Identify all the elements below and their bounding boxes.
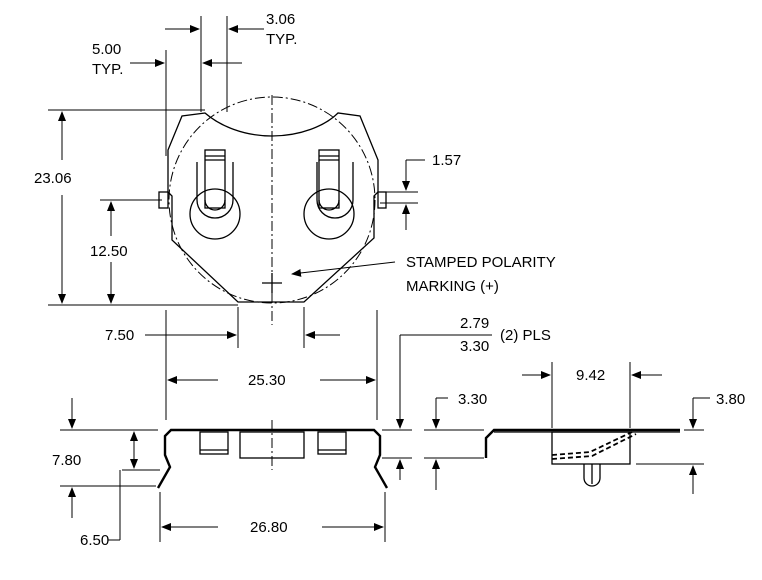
holder-outline bbox=[167, 112, 379, 303]
dim-thickness-note: (2) PLS bbox=[500, 327, 551, 344]
dim-overall-height: 3.80 bbox=[716, 391, 745, 408]
polarity-label-line1: STAMPED POLARITY bbox=[406, 254, 556, 271]
right-contact bbox=[303, 149, 355, 240]
top-view: 3.06 TYP. 5.00 TYP. 23.06 12.50 1.57 STA… bbox=[34, 11, 556, 420]
dim-tab-length: 9.42 bbox=[576, 367, 605, 384]
front-view: 7.80 6.50 26.80 2.79 3.30 (2) PLS bbox=[52, 315, 551, 549]
right-side-tab bbox=[377, 191, 387, 209]
dim-thickness-min: 2.79 bbox=[460, 315, 489, 332]
dim-height: 23.06 bbox=[34, 170, 72, 187]
dim-tab-thickness: 1.57 bbox=[432, 152, 461, 169]
polarity-plus-mark bbox=[262, 273, 282, 293]
dim-lead-span: 26.80 bbox=[250, 519, 288, 536]
left-contact bbox=[189, 149, 241, 240]
dim-tab-width-note: TYP. bbox=[266, 31, 297, 48]
dim-thickness-max: 3.30 bbox=[460, 338, 489, 355]
dim-bottom-tab: 7.50 bbox=[105, 327, 134, 344]
dim-tab-width: 3.06 bbox=[266, 11, 295, 28]
dim-tab-pitch: 5.00 bbox=[92, 41, 121, 58]
polarity-label-line2: MARKING (+) bbox=[406, 278, 499, 295]
dim-tab-pitch-note: TYP. bbox=[92, 61, 123, 78]
side-holder-profile bbox=[484, 428, 680, 458]
side-contact-tip bbox=[583, 464, 601, 487]
coin-cell-outline bbox=[168, 96, 376, 304]
side-body bbox=[551, 431, 631, 465]
side-view: 3.30 9.42 3.80 bbox=[424, 362, 745, 494]
dim-body-height: 3.30 bbox=[458, 391, 487, 408]
dim-clip-height: 6.50 bbox=[80, 532, 109, 549]
dim-center-height: 12.50 bbox=[90, 243, 128, 260]
dim-total-height: 7.80 bbox=[52, 452, 81, 469]
dim-width: 25.30 bbox=[248, 372, 286, 389]
